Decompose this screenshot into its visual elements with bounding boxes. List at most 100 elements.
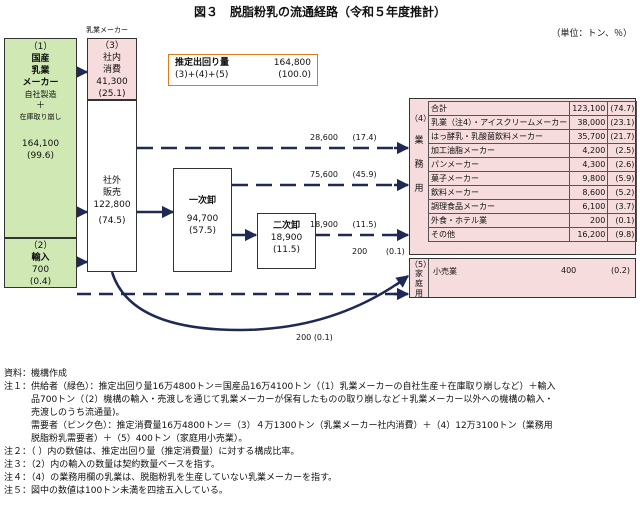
in-house-name-2: 消費 [102, 65, 121, 75]
supply-label: 推定出回り量 [175, 58, 230, 68]
external-name-2: 販売 [102, 188, 121, 198]
business-item-name: 調理食品メーカー [427, 199, 571, 214]
household-row: 小売業 400 (0.2) [428, 259, 636, 297]
business-item-ratio: (74.7) [607, 101, 638, 116]
business-label-2: 務 [414, 160, 424, 170]
in-house-box: （3） 社内 消費 41,300 (25.1) [87, 38, 137, 100]
note-line: 注３：（2）内の輸入の数量は契約数量ベースを指す。 [4, 460, 220, 470]
arrowhead-external-household [395, 275, 409, 288]
household-label: 家 庭 用 [412, 269, 426, 299]
external-ratio: (74.5) [98, 216, 126, 226]
primary-wholesale-box: 一次卸 94,700 (57.5) [173, 168, 232, 272]
imports-value: 700 [31, 265, 50, 275]
household-label-3: 用 [415, 289, 423, 298]
note-line: 注２：（ ）内の数値は、推定出回り量（推定消費量）に対する構成比率。 [4, 447, 300, 457]
business-label-1: 業 [414, 136, 424, 146]
business-item-name: 飲料メーカー [427, 185, 571, 200]
in-house-ratio: (25.1) [98, 89, 126, 99]
business-item-value: 35,700 [569, 129, 609, 144]
domestic-supplier-box: （1） 国産 乳業 メーカー 自社製造 ＋ 在庫取り崩し 164,100 (99… [4, 38, 77, 238]
secondary-wholesale-box: 二次卸 18,900 (11.5) [257, 213, 316, 269]
flow-value-2: 75,600 [310, 170, 338, 179]
primary-value: 94,700 [186, 214, 219, 224]
note-line: 注５：図中の数値は100トン未満を四捨五入している。 [4, 486, 228, 496]
household-name: 小売業 [433, 267, 457, 276]
business-item-ratio: (9.8) [607, 227, 638, 242]
in-house-value: 41,300 [96, 77, 128, 87]
business-item-value: 38,000 [569, 115, 609, 130]
business-label-3: 用 [414, 184, 424, 194]
primary-ratio: (57.5) [188, 226, 217, 236]
in-house-num: （3） [100, 41, 124, 51]
business-item-value: 8,600 [569, 185, 609, 200]
household-box: （5） 家 庭 用 小売業 400 (0.2) [409, 258, 636, 298]
business-item-name: 外食・ホテル業 [427, 213, 571, 228]
business-item-ratio: (3.7) [607, 199, 638, 214]
imports-ratio: (0.4) [29, 277, 52, 287]
household-num: （5） [410, 260, 432, 269]
business-item-value: 9,800 [569, 171, 609, 186]
note-line: 品700トン（（2）機構の輸入・売渡しを通じて乳業メーカーが保有したものの取り崩… [4, 395, 554, 405]
imports-box: （2） 輸入 700 (0.4) [4, 238, 77, 288]
flow-label-4: 200 (0.1) [352, 246, 405, 257]
flow-value-5: 200 (0.1) [296, 333, 333, 342]
business-item-ratio: (2.5) [607, 143, 638, 158]
business-item-ratio: (5.2) [607, 185, 638, 200]
imports-num: （2） [28, 241, 53, 251]
in-house-name-1: 社内 [102, 53, 121, 63]
flow-label-2: 75,600 (45.9) [310, 169, 377, 180]
note-line: 資料：機構作成 [4, 369, 68, 379]
note-line: 需要者（ピンク色）：推定消費量16万4800トン＝（3）４万1300トン（乳業メ… [4, 421, 553, 431]
business-item-name: 合計 [427, 101, 571, 116]
supply-value: 164,800 [273, 58, 311, 68]
external-sales-box: 社外 販売 122,800 (74.5) [87, 100, 137, 272]
notes: 資料：機構作成注１：供給者（緑色）：推定出回り量16万4800トン＝国産品16万… [4, 368, 636, 498]
business-item-ratio: (0.1) [607, 213, 638, 228]
note-line: 注４：（4）の業務用欄の乳業は、脱脂粉乳を生産していない乳業メーカーを指す。 [4, 473, 338, 483]
business-item-ratio: (23.1) [607, 115, 638, 130]
domestic-ratio: (99.6) [26, 151, 55, 161]
supply-formula: (3)+(4)+(5) [175, 70, 229, 80]
secondary-value: 18,900 [270, 233, 303, 243]
domestic-sub1: 自社製造 [24, 90, 57, 99]
business-item-value: 4,200 [569, 143, 609, 158]
business-label: 業 務 用 [412, 129, 426, 201]
business-item-value: 123,100 [569, 101, 609, 116]
primary-name: 一次卸 [188, 196, 216, 206]
curve-external-household [110, 271, 401, 332]
external-name-1: 社外 [102, 176, 121, 186]
household-ratio: (0.2) [611, 266, 630, 275]
domestic-plus: ＋ [35, 101, 45, 111]
domestic-sub2: 在庫取り崩し [19, 113, 62, 121]
business-item-ratio: (5.9) [607, 171, 638, 186]
flow-ratio-4: (0.1) [385, 247, 405, 256]
domestic-num: （1） [28, 42, 53, 52]
secondary-name: 二次卸 [272, 221, 300, 231]
supply-ratio: (100.0) [278, 70, 311, 80]
flow-ratio-1: (17.4) [352, 133, 377, 142]
flow-ratio-2: (45.9) [352, 170, 377, 179]
page-title: 図３ 脱脂粉乳の流通経路（令和５年度推計） [193, 5, 446, 19]
note-line: 脱脂粉乳需要者）＋（5）400トン（家庭用小売業）。 [4, 434, 248, 444]
external-value: 122,800 [93, 200, 131, 210]
unit-label: （単位：トン、％） [551, 29, 632, 39]
secondary-ratio: (11.5) [272, 245, 301, 255]
flow-label-5: 200 (0.1) [296, 332, 333, 343]
domestic-name-1: 国産 [31, 54, 50, 64]
business-num: （4） [410, 114, 432, 123]
business-item-value: 16,200 [569, 227, 609, 242]
business-item-name: その他 [427, 227, 571, 242]
business-item-name: パンメーカー [427, 157, 571, 172]
flow-value-4: 200 [352, 247, 368, 256]
business-item-name: 乳業（注4）・アイスクリームメーカー [427, 115, 571, 130]
domestic-name-3: メーカー [22, 78, 59, 88]
